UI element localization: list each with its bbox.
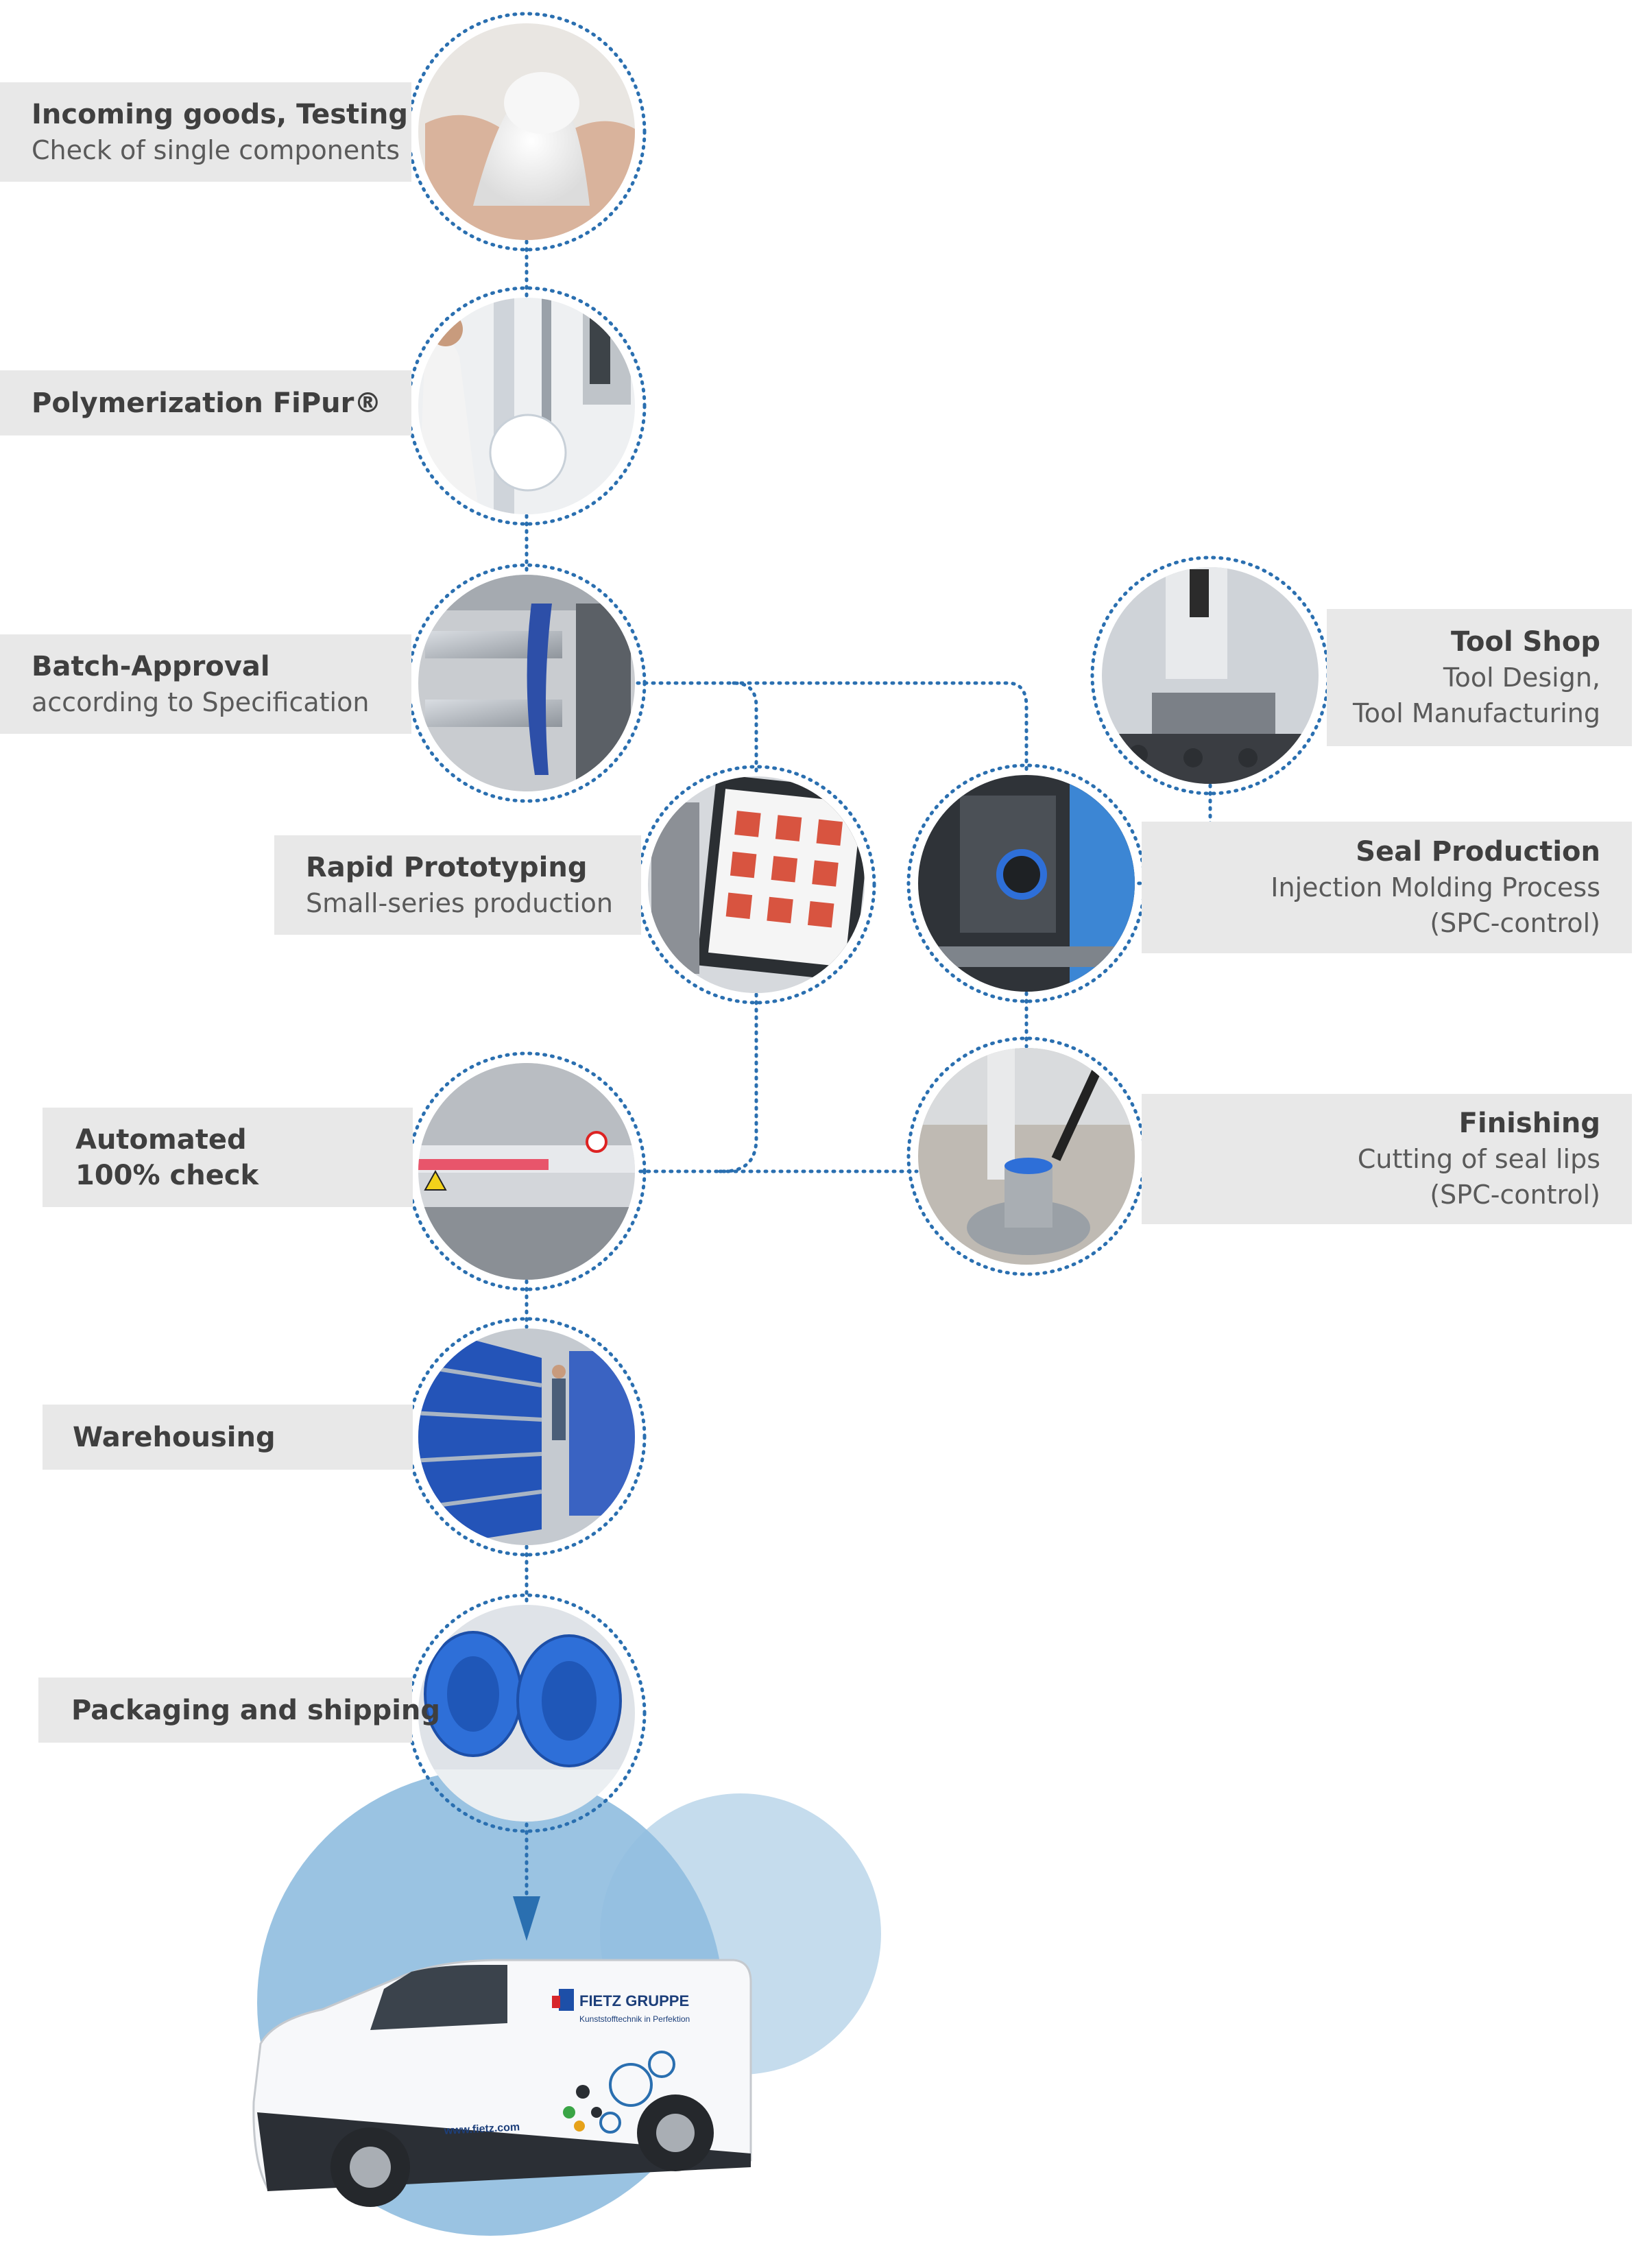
step-title-line2: 100% check <box>75 1159 259 1191</box>
label-finishing: Finishing Cutting of seal lips (SPC-cont… <box>1142 1094 1632 1224</box>
van-tagline-text: Kunststofftechnik in Perfektion <box>579 2014 690 2024</box>
label-tool-shop: Tool Shop Tool Design, Tool Manufacturin… <box>1327 609 1632 746</box>
van-decoration-rings <box>599 2051 675 2134</box>
delivery-van: FIETZ GRUPPE Kunststofftechnik in Perfek… <box>252 1959 752 2207</box>
van-brand-text: FIETZ GRUPPE <box>579 1992 689 2009</box>
photo-incoming-goods <box>407 12 647 252</box>
step-title: Rapid Prototyping <box>306 851 588 883</box>
label-warehousing: Warehousing <box>43 1405 413 1470</box>
step-title-line1: Automated <box>75 1123 247 1156</box>
step-title: Incoming goods, Testing <box>32 98 408 130</box>
step-subtitle-line2: (SPC-control) <box>1430 908 1600 938</box>
fietz-logo-icon <box>559 1989 574 2011</box>
label-packaging: Packaging and shipping <box>38 1678 441 1743</box>
photo-polymerization <box>407 286 647 526</box>
down-arrow-icon <box>513 1896 540 1941</box>
photo-tool-shop <box>1090 556 1330 796</box>
step-title: Tool Shop <box>1451 626 1600 658</box>
label-batch-approval: Batch-Approval according to Specificatio… <box>0 634 411 734</box>
label-automated-check: Automated 100% check <box>43 1108 413 1207</box>
step-subtitle-line1: Injection Molding Process <box>1271 872 1600 903</box>
step-title: Finishing <box>1458 1108 1600 1139</box>
photo-batch-approval <box>407 563 647 803</box>
photo-warehousing <box>407 1317 647 1557</box>
step-subtitle-line2: (SPC-control) <box>1430 1180 1600 1210</box>
step-title: Batch-Approval <box>32 650 270 682</box>
label-incoming-goods: Incoming goods, Testing Check of single … <box>0 82 411 182</box>
photo-finishing <box>906 1036 1146 1276</box>
photo-rapid-prototyping <box>636 765 876 1005</box>
van-url-text: www.fietz.com <box>443 2121 520 2137</box>
photo-seal-production <box>906 763 1146 1003</box>
step-subtitle-line2: Tool Manufacturing <box>1352 698 1600 728</box>
step-title: Polymerization FiPur® <box>32 387 382 419</box>
photo-packaging <box>407 1593 647 1833</box>
photo-automated-check <box>407 1051 647 1291</box>
step-subtitle: according to Specification <box>32 687 370 717</box>
label-seal-production: Seal Production Injection Molding Proces… <box>1142 822 1632 953</box>
step-title: Warehousing <box>73 1421 276 1453</box>
step-subtitle: Small-series production <box>306 887 613 918</box>
label-rapid-prototyping: Rapid Prototyping Small-series productio… <box>274 835 641 935</box>
step-subtitle-line1: Cutting of seal lips <box>1357 1144 1600 1174</box>
step-title: Seal Production <box>1356 836 1600 868</box>
label-polymerization: Polymerization FiPur® <box>0 370 411 435</box>
step-subtitle-line1: Tool Design, <box>1443 663 1600 693</box>
step-title: Packaging and shipping <box>71 1694 441 1726</box>
step-subtitle: Check of single components <box>32 134 400 165</box>
